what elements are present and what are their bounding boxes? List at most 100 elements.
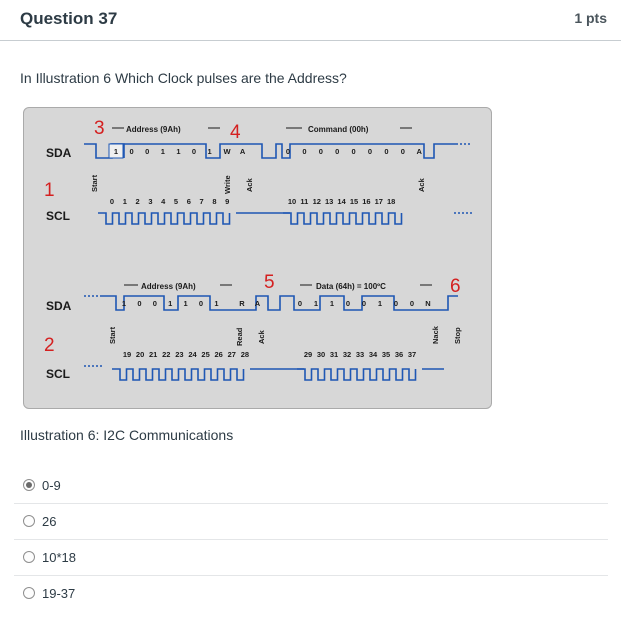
bottom-clock-number: 36 [395,350,403,359]
bottom-clock-number: 20 [136,350,144,359]
top-rw-bit: A [240,147,246,156]
top-clock-number: 8 [212,197,216,206]
top-address-bit: 1 [161,147,165,156]
top-clock-number: 0 [110,197,114,206]
bottom-clock-number: 34 [369,350,378,359]
answer-label: 10*18 [42,550,76,565]
bottom-address-bit: 1 [214,299,218,308]
bottom-address-bit: 1 [122,299,126,308]
bottom-clock-number: 32 [343,350,351,359]
top-write-label: Write [223,175,232,194]
top-command-bit: 0 [319,147,323,156]
top-clock-number: 13 [325,197,333,206]
top-clock-number: 9 [225,197,229,206]
top-command-bit: 0 [335,147,339,156]
answer-label: 19-37 [42,586,76,601]
bottom-data-bit: 0 [298,299,302,308]
top-ack-label: Ack [245,177,254,192]
top-clock-number: 2 [136,197,140,206]
bottom-address-bit: 0 [199,299,203,308]
top-sda-waveform-2 [110,143,456,159]
bottom-address-bit: 0 [153,299,157,308]
top-command-bit: 0 [352,147,356,156]
bottom-clock-number: 21 [149,350,157,359]
top-sda-box [108,143,124,159]
top-clock-number: 11 [300,197,308,206]
top-clock-number: 14 [337,197,346,206]
bottom-data-bit: 1 [314,299,318,308]
bottom-start-label: Start [108,326,117,344]
top-address-bit: 0 [130,147,134,156]
bottom-data-bit: 1 [378,299,382,308]
top-clock-number: 17 [375,197,383,206]
top-command-bit: A [416,147,422,156]
bottom-sda-waveform [100,295,458,311]
top-clock-number: 1 [123,197,127,206]
radio-button[interactable] [23,479,35,491]
bottom-stop-label: Stop [453,327,462,344]
top-scl-label: SCL [46,209,70,223]
bottom-address-bit: 1 [168,299,172,308]
top-clock-number: 16 [362,197,370,206]
bottom-clock-number: 25 [201,350,209,359]
top-scl-waveform-a [98,212,231,225]
bottom-address-header: Address (9Ah) [141,282,196,291]
top-address-bit: 1 [114,147,118,156]
answer-list: 0-9 26 10*18 19-37 [14,468,608,611]
bottom-rw-bit: A [255,299,261,308]
annotation-2: 2 [44,335,55,356]
bottom-clock-number: 30 [317,350,325,359]
bottom-clock-number: 31 [330,350,338,359]
answer-label: 26 [42,514,57,529]
top-address-bit: 0 [192,147,196,156]
top-ack-label-2: Ack [417,177,426,192]
top-address-bit: 0 [145,147,149,156]
top-clock-number: 18 [387,197,395,206]
annotation-4: 4 [230,122,241,143]
radio-button[interactable] [23,587,35,599]
question-text: In Illustration 6 Which Clock pulses are… [20,70,347,86]
bottom-data-bit: 0 [362,299,366,308]
top-command-header: Command (00h) [308,125,369,134]
annotation-6: 6 [450,276,461,297]
top-command-bit: 0 [302,147,306,156]
top-command-bit: 0 [384,147,388,156]
answer-option[interactable]: 19-37 [14,575,608,611]
radio-button[interactable] [23,515,35,527]
bottom-clock-number: 27 [228,350,236,359]
top-clock-number: 7 [200,197,204,206]
answer-option[interactable]: 10*18 [14,539,608,575]
bottom-address-bit: 1 [184,299,188,308]
radio-button[interactable] [23,551,35,563]
bottom-data-header: Data (64h) = 100ºC [316,282,386,291]
answer-option[interactable]: 0-9 [14,468,608,503]
answer-option[interactable]: 26 [14,503,608,539]
bottom-clock-number: 22 [162,350,170,359]
bottom-clock-number: 23 [175,350,183,359]
bottom-clock-number: 19 [123,350,131,359]
bottom-sda-label: SDA [46,299,72,313]
top-address-header: Address (9Ah) [126,125,181,134]
top-rw-bit: W [223,147,231,156]
top-clock-number: 6 [187,197,191,206]
bottom-read-label: Read [235,327,244,346]
i2c-timing-diagram: SDA SCL Address (9Ah) Command (00h) SDA … [44,118,472,381]
bottom-scl-waveform-b [297,368,417,381]
top-clock-number: 10 [288,197,296,206]
i2c-illustration: SDA SCL Address (9Ah) Command (00h) SDA … [23,107,492,409]
bottom-clock-number: 28 [241,350,249,359]
bottom-data-bit: 0 [346,299,350,308]
annotation-5: 5 [264,272,275,293]
illustration-caption: Illustration 6: I2C Communications [20,427,234,443]
bottom-data-bit: N [425,299,430,308]
bottom-data-bit: 0 [394,299,398,308]
annotation-1: 1 [44,180,55,201]
bottom-clock-number: 33 [356,350,364,359]
bottom-clock-number: 24 [188,350,197,359]
bottom-nack-label: Nack [431,325,440,344]
top-clock-number: 3 [148,197,152,206]
question-points: 1 pts [574,10,607,26]
bottom-clock-number: 35 [382,350,390,359]
top-start-label: Start [90,174,99,192]
top-clock-number: 15 [350,197,358,206]
